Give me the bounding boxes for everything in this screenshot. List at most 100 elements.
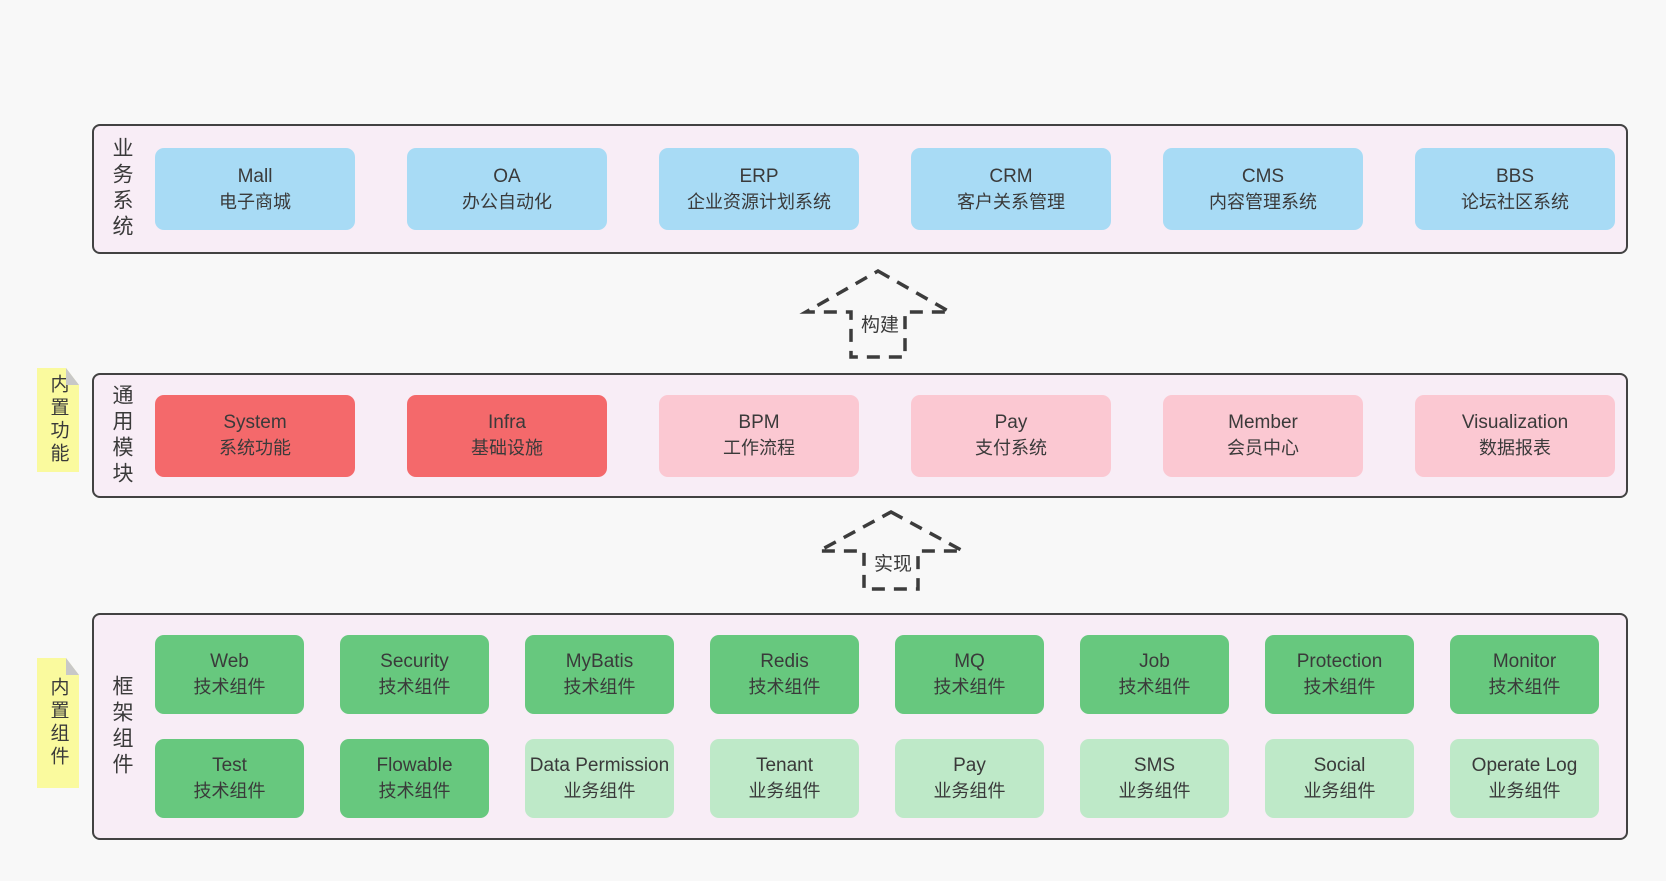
box-job: Job 技术组件 bbox=[1080, 635, 1229, 714]
box-title: OA bbox=[493, 165, 521, 187]
box-web: Web 技术组件 bbox=[155, 635, 304, 714]
box-pay: Pay 支付系统 bbox=[911, 394, 1111, 477]
box-subtitle: 办公自动化 bbox=[462, 191, 552, 212]
box-subtitle: 系统功能 bbox=[219, 438, 291, 458]
box-subtitle: 技术组件 bbox=[933, 677, 1006, 697]
box-title: Visualization bbox=[1461, 412, 1569, 433]
box-subtitle: 技术组件 bbox=[193, 677, 266, 697]
box-title: MyBatis bbox=[565, 651, 634, 672]
box-title: Web bbox=[210, 651, 249, 672]
box-operate-log: Operate Log 业务组件 bbox=[1450, 739, 1599, 818]
dashed-up-arrow bbox=[799, 268, 957, 359]
box-pay: Pay 业务组件 bbox=[895, 739, 1044, 818]
box-subtitle: 技术组件 bbox=[1303, 677, 1376, 697]
section-business-systems: 业务系统 Mall 电子商城 OA 办公自动化 ERP 企业资源计划系统 CRM 客户关系管理… bbox=[92, 124, 1628, 254]
box-title: CRM bbox=[989, 165, 1033, 187]
box-title: Pay bbox=[953, 755, 986, 776]
box-crm: CRM 客户关系管理 bbox=[911, 148, 1111, 230]
section-label-components: 框架组件 bbox=[110, 674, 133, 779]
box-subtitle: 客户关系管理 bbox=[957, 191, 1065, 212]
box-cms: CMS 内容管理系统 bbox=[1163, 148, 1363, 230]
box-security: Security 技术组件 bbox=[340, 635, 489, 714]
box-subtitle: 业务组件 bbox=[748, 781, 821, 801]
box-title: Operate Log bbox=[1471, 755, 1578, 776]
box-title: Social bbox=[1313, 755, 1366, 776]
box-system: System 系统功能 bbox=[155, 394, 355, 477]
box-subtitle: 数据报表 bbox=[1479, 438, 1551, 458]
module-box-rows: System 系统功能 Infra 基础设施 BPM 工作流程 Pay 支付系统 Member 会… bbox=[155, 375, 1615, 496]
box-subtitle: 业务组件 bbox=[1303, 781, 1376, 801]
box-erp: ERP 企业资源计划系统 bbox=[659, 148, 859, 230]
section-label-business: 业务系统 bbox=[110, 137, 133, 241]
box-subtitle: 基础设施 bbox=[471, 438, 543, 458]
box-bpm: BPM 工作流程 bbox=[659, 394, 859, 477]
box-title: Infra bbox=[487, 412, 527, 433]
box-title: Monitor bbox=[1492, 651, 1557, 672]
box-title: CMS bbox=[1241, 165, 1285, 187]
box-subtitle: 业务组件 bbox=[1488, 781, 1561, 801]
box-visualization: Visualization 数据报表 bbox=[1415, 394, 1615, 477]
box-title: SMS bbox=[1133, 755, 1176, 776]
box-subtitle: 业务组件 bbox=[933, 781, 1006, 801]
box-infra: Infra 基础设施 bbox=[407, 394, 607, 477]
box-title: ERP bbox=[739, 165, 779, 187]
box-subtitle: 技术组件 bbox=[378, 781, 451, 801]
build-arrow-icon: 构建 bbox=[790, 265, 970, 365]
box-subtitle: 技术组件 bbox=[748, 677, 821, 697]
implement-arrow-icon: 实现 bbox=[803, 506, 983, 606]
box-subtitle: 论坛社区系统 bbox=[1461, 191, 1569, 212]
section-label-modules: 通用模块 bbox=[110, 383, 133, 488]
box-title: Member bbox=[1228, 412, 1298, 433]
section-common-modules: 通用模块 System 系统功能 Infra 基础设施 BPM 工作流程 Pay 支付系统 Me… bbox=[92, 373, 1628, 498]
box-subtitle: 电子商城 bbox=[219, 191, 291, 212]
arrow-label-implement: 实现 bbox=[870, 552, 916, 578]
box-member: Member 会员中心 bbox=[1163, 394, 1363, 477]
box-title: System bbox=[223, 412, 287, 433]
box-title: Protection bbox=[1296, 651, 1383, 672]
dashed-up-arrow bbox=[818, 510, 964, 591]
box-title: Redis bbox=[760, 651, 809, 672]
box-monitor: Monitor 技术组件 bbox=[1450, 635, 1599, 714]
business-box-rows: Mall 电子商城 OA 办公自动化 ERP 企业资源计划系统 CRM 客户关系管理 CMS 内容… bbox=[155, 126, 1615, 252]
box-subtitle: 工作流程 bbox=[723, 438, 795, 458]
sticky-note-builtin-components: 内置组件 bbox=[37, 658, 79, 788]
box-flowable: Flowable 技术组件 bbox=[340, 739, 489, 818]
box-mall: Mall 电子商城 bbox=[155, 148, 355, 230]
box-title: Job bbox=[1139, 651, 1170, 672]
box-sms: SMS 业务组件 bbox=[1080, 739, 1229, 818]
box-subtitle: 会员中心 bbox=[1227, 438, 1299, 458]
box-subtitle: 业务组件 bbox=[1118, 781, 1191, 801]
box-row: System 系统功能 Infra 基础设施 BPM 工作流程 Pay 支付系统 Member 会… bbox=[155, 394, 1615, 477]
box-title: Security bbox=[380, 651, 449, 672]
sticky-note-builtin-features: 内置功能 bbox=[37, 368, 79, 472]
box-subtitle: 内容管理系统 bbox=[1209, 191, 1317, 212]
box-protection: Protection 技术组件 bbox=[1265, 635, 1414, 714]
arrow-label-build: 构建 bbox=[857, 313, 903, 339]
box-title: BBS bbox=[1495, 165, 1535, 187]
box-subtitle: 技术组件 bbox=[1118, 677, 1191, 697]
box-title: Data Permission bbox=[529, 755, 670, 776]
box-oa: OA 办公自动化 bbox=[407, 148, 607, 230]
box-redis: Redis 技术组件 bbox=[710, 635, 859, 714]
sticky-note-text: 内置组件 bbox=[47, 677, 69, 769]
box-title: Tenant bbox=[755, 755, 814, 776]
box-title: BPM bbox=[738, 412, 780, 433]
box-social: Social 业务组件 bbox=[1265, 739, 1414, 818]
box-title: Mall bbox=[237, 165, 273, 187]
box-title: MQ bbox=[954, 651, 985, 672]
box-tenant: Tenant 业务组件 bbox=[710, 739, 859, 818]
box-subtitle: 技术组件 bbox=[1488, 677, 1561, 697]
box-row: Mall 电子商城 OA 办公自动化 ERP 企业资源计划系统 CRM 客户关系管理 CMS 内容… bbox=[155, 148, 1615, 230]
box-subtitle: 支付系统 bbox=[975, 438, 1047, 458]
box-title: Flowable bbox=[376, 755, 453, 776]
sticky-note-text: 内置功能 bbox=[47, 374, 69, 466]
box-subtitle: 技术组件 bbox=[378, 677, 451, 697]
box-subtitle: 企业资源计划系统 bbox=[687, 191, 831, 212]
box-title: Pay bbox=[994, 412, 1028, 433]
